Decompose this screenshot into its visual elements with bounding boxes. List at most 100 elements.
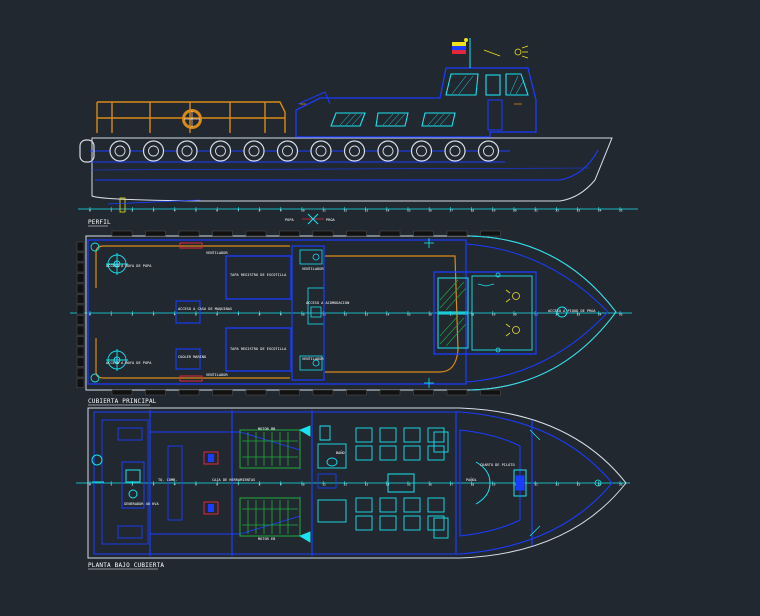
- profile-chine: [91, 167, 591, 171]
- profile-hull: [91, 137, 613, 202]
- console-hatching: [439, 279, 467, 347]
- hatch-top-label: TAPA REGISTRO DE ESCOTILLA: [230, 273, 287, 277]
- fender-hub: [114, 145, 126, 157]
- side-fender-top: [379, 230, 401, 237]
- fender-icon: [343, 140, 366, 162]
- seat-icon: [427, 515, 445, 531]
- stern-fender: [76, 315, 85, 325]
- seat-icon: [379, 445, 397, 461]
- center-table: [387, 473, 415, 493]
- station-tick-label: 18: [471, 209, 475, 213]
- fender-icon: [477, 140, 500, 162]
- fender-icon: [410, 140, 433, 162]
- main-deck-hull-cyan: [469, 235, 617, 391]
- station-tick-label: 13: [365, 209, 369, 213]
- station-tick-label: 20: [513, 483, 517, 487]
- station-tick-label: 19: [492, 209, 496, 213]
- station-tick-label: 6: [216, 209, 218, 213]
- fender-hub: [382, 145, 394, 157]
- generator-icon: [91, 454, 145, 509]
- stern-fender: [76, 262, 85, 273]
- seat-icon: [355, 427, 373, 443]
- station-tick-label: 23: [577, 483, 581, 487]
- station-tick-label: 7: [237, 209, 239, 213]
- station-tick-label: 22: [555, 209, 559, 213]
- seat-icon: [379, 427, 397, 443]
- stern-fender: [76, 304, 85, 315]
- bano-label: BAÑO: [336, 450, 345, 455]
- profile-cabin-roof: [297, 91, 331, 105]
- stern-fender: [76, 283, 85, 294]
- station-tick-label: 14: [386, 313, 390, 317]
- station-tick-label: 6: [216, 483, 218, 487]
- side-fender-bottom: [346, 389, 367, 396]
- station-tick-label: 9: [280, 313, 282, 317]
- station-tick-label: 25: [619, 313, 623, 317]
- fender-hub: [181, 145, 193, 157]
- station-tick-label: 22: [555, 483, 559, 487]
- fender-stern: [79, 139, 95, 163]
- station-tick-label: 25: [619, 483, 623, 487]
- station-tick-label: 0: [89, 313, 91, 317]
- station-tick-label: 17: [449, 483, 453, 487]
- shaft-lines: [298, 425, 311, 543]
- stern-fender: [76, 241, 85, 252]
- seat-icon: [427, 497, 445, 513]
- station-tick-label: 23: [577, 313, 581, 317]
- side-fender-top: [312, 230, 334, 237]
- winch-icon: [90, 242, 568, 383]
- seat-icon: [355, 515, 373, 531]
- fender-icon: [444, 140, 466, 162]
- fender-icon: [142, 140, 165, 162]
- fender-hub: [349, 145, 360, 157]
- seat-icon: [355, 497, 373, 513]
- hatch-top: [225, 255, 292, 300]
- station-tick-label: 15: [407, 209, 411, 213]
- station-tick-label: 18: [471, 313, 475, 317]
- seat-icon: [427, 445, 445, 461]
- station-tick-label: 5: [195, 209, 197, 213]
- main-deck-inner: [87, 239, 467, 385]
- station-tick-label: 3: [153, 209, 155, 213]
- station-tick-label: 2: [131, 483, 133, 487]
- station-tick-label: 15: [407, 483, 411, 487]
- side-fender-bottom: [480, 389, 501, 396]
- fender-icon: [276, 140, 299, 162]
- seat-icon: [403, 497, 421, 513]
- generator-label: GENERADOR 40 KVA: [124, 502, 159, 506]
- station-tick-label: 12: [343, 483, 347, 487]
- station-tick-label: 12: [343, 209, 347, 213]
- profile-cabin: [295, 67, 537, 138]
- ventilator-mid-bottom-label: VENTILADOR: [302, 357, 324, 361]
- helm-fittings: [477, 272, 501, 353]
- console-bottom: [437, 313, 469, 349]
- ventilator-mid-top-label: VENTILADOR: [302, 267, 324, 271]
- forward-cabin: [459, 429, 527, 537]
- cabin-outline: [291, 245, 325, 381]
- station-tick-label: 16: [428, 313, 432, 317]
- ventilator-top-label: VENTILADOR: [206, 251, 228, 255]
- popa-proa-marker: POPA PROA: [285, 213, 335, 225]
- motor-stbd-label: MOTOR EB: [258, 537, 275, 541]
- seat-icon: [433, 517, 449, 539]
- station-tick-label: 0: [89, 209, 91, 213]
- fender-hub: [449, 145, 461, 157]
- station-tick-label: 13: [365, 483, 369, 487]
- station-tick-label: 19: [492, 483, 496, 487]
- seat-icon: [403, 427, 421, 443]
- ventilator-icons: [299, 249, 325, 371]
- hatch-bottom: [225, 327, 292, 372]
- stern-fenders: [76, 241, 85, 388]
- window-hatching: [339, 75, 525, 126]
- hatch-bottom-label: TAPA REGISTRO DE ESCOTILLA: [230, 347, 287, 351]
- station-tick-label: 14: [386, 209, 390, 213]
- stern-fender: [76, 294, 85, 304]
- bathroom: [317, 425, 347, 523]
- cooler-label: COOLER MARINO: [178, 355, 206, 359]
- side-fenders: [111, 230, 501, 396]
- side-fender-top: [446, 230, 468, 237]
- seat-icons: [505, 289, 520, 337]
- side-fender-bottom: [212, 389, 233, 396]
